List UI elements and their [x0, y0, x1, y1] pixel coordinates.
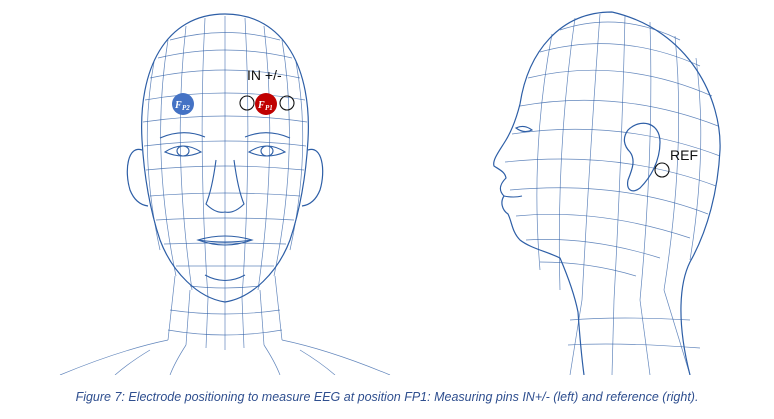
figure-caption: Figure 7: Electrode positioning to measu…	[75, 390, 699, 404]
pin-in-minus	[239, 95, 255, 111]
side-head: REF	[493, 11, 721, 375]
electrode-fp1-sub: P1	[265, 104, 273, 112]
side-ear	[623, 122, 661, 192]
head-illustration: F P2 F P1 IN +/-	[59, 11, 721, 375]
front-head: F P2 F P1 IN +/-	[59, 13, 391, 375]
ref-electrode	[654, 162, 670, 178]
measuring-pins	[239, 95, 295, 111]
electrode-fp2-sub: P2	[182, 104, 190, 112]
electrode-fp2-letter: F	[174, 100, 182, 111]
eyes	[159, 132, 291, 157]
electrode-fp2: F P2	[172, 93, 194, 115]
side-head-mesh	[504, 13, 721, 375]
nose	[205, 159, 245, 213]
electrode-fp1: F P1	[255, 93, 277, 115]
side-mouth	[503, 195, 523, 198]
measure-label: IN +/-	[247, 67, 282, 83]
right-ear	[301, 148, 324, 207]
electrode-fp1-letter: F	[257, 100, 265, 111]
front-head-outline	[141, 13, 309, 303]
front-head-mesh	[59, 16, 391, 375]
pin-in-plus	[279, 95, 295, 111]
side-eye	[514, 125, 534, 133]
ref-label: REF	[670, 147, 698, 163]
left-ear	[126, 148, 149, 207]
mouth-line	[197, 239, 253, 243]
side-head-outline	[493, 11, 721, 375]
chin	[204, 274, 246, 282]
